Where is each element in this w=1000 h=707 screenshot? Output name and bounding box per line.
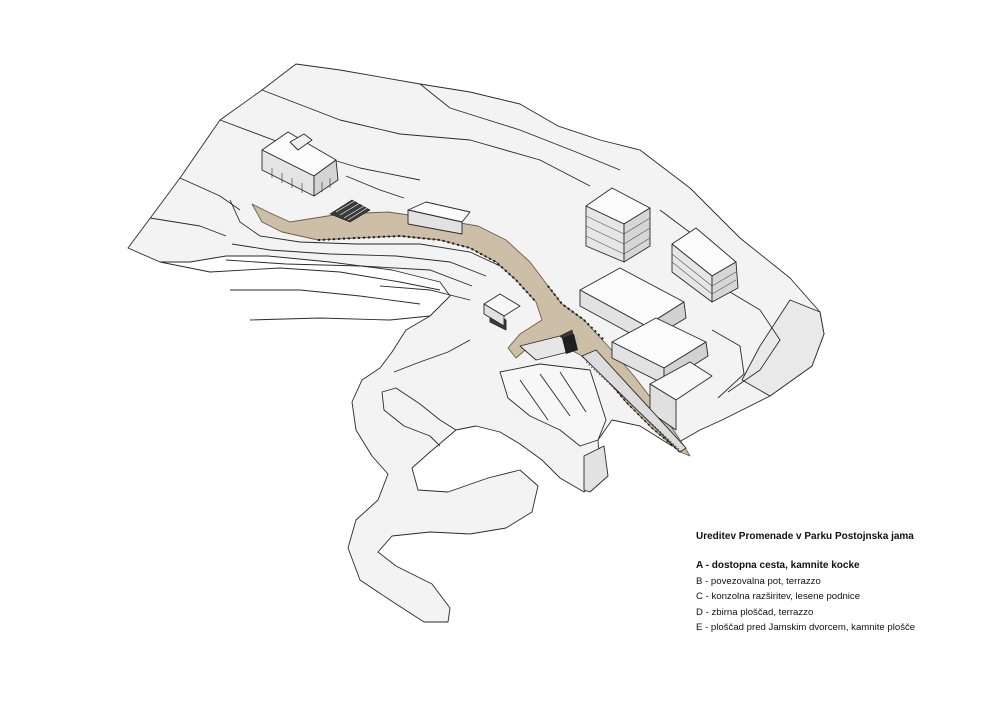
building-side [407, 209, 463, 235]
promenade-wall [581, 349, 687, 453]
legend-title: Ureditev Promenade v Parku Postojnska ja… [696, 531, 914, 542]
terrain-cliff-right [741, 299, 825, 397]
legend-item-e: E - ploščad pred Jamskim dvorcem, kamnit… [696, 622, 916, 634]
terrace-edge [225, 259, 473, 287]
building-floor-lines [585, 215, 651, 255]
building-terrace-right [649, 361, 713, 431]
valley-path [381, 387, 457, 447]
building-side [649, 383, 677, 431]
legend-item-d: D - zbirna ploščad, terrazzo [696, 606, 814, 618]
parking-line [539, 373, 571, 417]
building-hotel-jama [585, 187, 651, 263]
promenade-wall-stripes [585, 361, 683, 453]
building-cave-entrance [483, 293, 521, 331]
legend-item-c: C - konzolna razširitev, lesene podnice [696, 591, 861, 603]
building-jamski-dvorec [261, 131, 339, 197]
building-side [623, 207, 651, 263]
terrain-outline [127, 63, 825, 623]
tunnel-slot [562, 334, 578, 354]
terrain-contour [149, 217, 227, 237]
terrain-contour [230, 289, 421, 305]
terrain-contour [711, 329, 745, 399]
lower-parking [499, 363, 607, 447]
building-side [313, 159, 339, 197]
stair-lines [335, 199, 368, 221]
terrain-contour [159, 261, 441, 291]
terrace-edge [379, 285, 471, 301]
building-annex [671, 227, 739, 303]
legend-item-b: B - povezovalna pot, terrazzo [696, 575, 821, 587]
terrain-contour [261, 89, 591, 187]
terrain-contour [179, 177, 241, 211]
retaining-wall [583, 445, 609, 493]
stairs [329, 199, 371, 223]
parking-line [559, 371, 587, 413]
parking-line [519, 379, 549, 421]
buildings [261, 131, 739, 453]
terraces [225, 199, 501, 301]
terrain-contour [419, 83, 621, 171]
terrain-contour [345, 175, 405, 199]
terrain [127, 63, 825, 623]
building-tower [289, 133, 313, 151]
terrace-edge [229, 199, 501, 267]
building-side [483, 303, 505, 327]
building-windows [271, 168, 331, 193]
building-side [711, 261, 739, 303]
valley-path [393, 339, 471, 373]
terrain-contour [727, 291, 781, 393]
terrace-edge [231, 243, 487, 277]
promenade-surface [251, 203, 691, 457]
promenade-edge-dotted [547, 285, 605, 341]
legend: Ureditev Promenade v Parku Postojnska ja… [696, 529, 986, 635]
promenade-edge-dotted [317, 234, 537, 303]
legend-item-a: A - dostopna cesta, kamnite kocke [696, 560, 860, 572]
terrain-contour [249, 315, 431, 321]
building-pavilion [407, 201, 471, 235]
building-floor-lines [671, 253, 737, 295]
building-dom-jama [579, 267, 687, 343]
